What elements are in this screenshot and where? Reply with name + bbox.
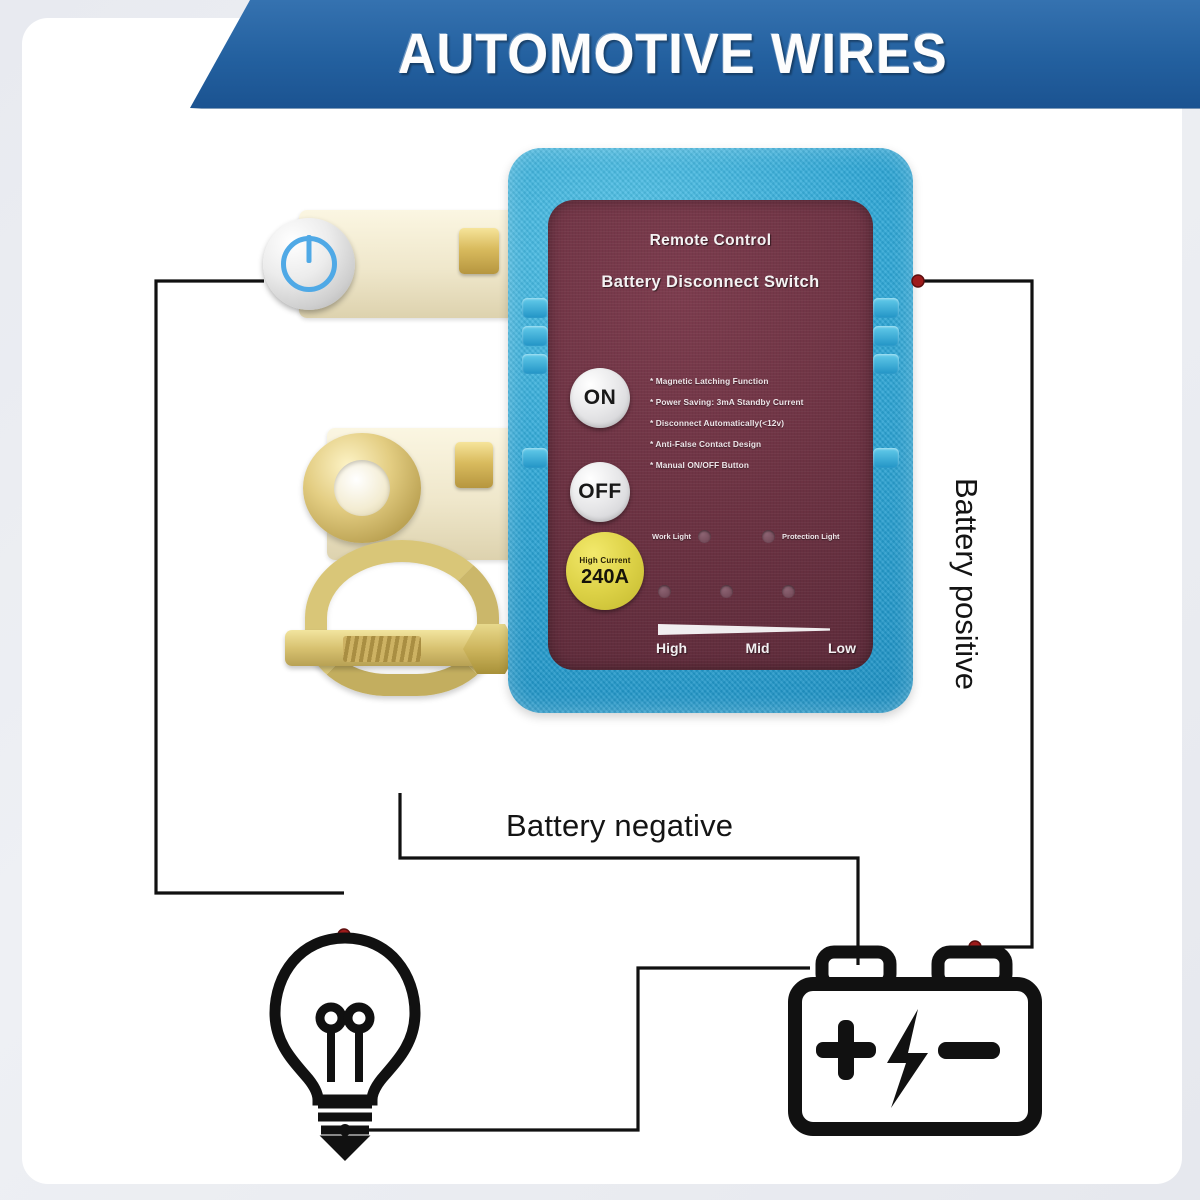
housing-rib bbox=[873, 326, 899, 346]
level-led-low bbox=[782, 585, 795, 598]
feature-item: * Anti-False Contact Design bbox=[650, 439, 762, 449]
battery-clamp-ring bbox=[305, 540, 499, 696]
product-assembly: Remote Control Battery Disconnect Switch… bbox=[255, 140, 935, 830]
feature-item: * Disconnect Automatically(<12v) bbox=[650, 418, 785, 428]
housing-rib bbox=[522, 298, 548, 318]
protection-light-led bbox=[762, 530, 776, 543]
panel-title-line1: Remote Control bbox=[649, 232, 772, 249]
work-light-label: Work Light bbox=[652, 532, 692, 541]
battery-negative-label: Battery negative bbox=[506, 808, 734, 843]
badge-top-label: High Current bbox=[579, 555, 631, 565]
protection-light-label: Protection Light bbox=[782, 532, 840, 541]
device-label-panel: Remote Control Battery Disconnect Switch… bbox=[548, 200, 873, 670]
brass-ring-terminal bbox=[303, 433, 421, 543]
level-taper-bar bbox=[658, 624, 830, 635]
manual-power-button[interactable] bbox=[263, 218, 355, 310]
led-row-top: Work Light Protection Light bbox=[652, 530, 862, 543]
feature-item: * Manual ON/OFF Button bbox=[650, 460, 749, 470]
level-led-mid bbox=[720, 585, 733, 598]
housing-rib bbox=[873, 448, 899, 468]
off-button[interactable]: OFF bbox=[570, 462, 630, 522]
led-row-bottom bbox=[658, 585, 862, 598]
level-led-high bbox=[658, 585, 671, 598]
banner: AUTOMOTIVE WIRES bbox=[190, 0, 1200, 108]
housing-rib bbox=[522, 354, 548, 374]
feature-list: * Magnetic Latching Function * Power Sav… bbox=[650, 376, 860, 481]
upper-brass-terminal bbox=[459, 228, 499, 274]
scale-low-label: Low bbox=[828, 640, 856, 656]
mid-brass-terminal bbox=[455, 442, 493, 488]
scale-high-label: High bbox=[656, 640, 688, 656]
battery-positive-label: Battery positive bbox=[949, 478, 984, 690]
feature-item: * Magnetic Latching Function bbox=[650, 376, 769, 386]
panel-title-line2: Battery Disconnect Switch bbox=[601, 273, 820, 291]
housing-rib bbox=[873, 354, 899, 374]
banner-title: AUTOMOTIVE WIRES bbox=[397, 22, 948, 86]
work-light-led bbox=[698, 530, 712, 543]
high-current-badge: High Current 240A bbox=[566, 532, 644, 610]
feature-item: * Power Saving: 3mA Standby Current bbox=[650, 397, 804, 407]
power-symbol-icon bbox=[281, 236, 337, 292]
housing-rib bbox=[873, 298, 899, 318]
led-indicator-group: Work Light Protection Light bbox=[652, 530, 862, 598]
clamp-screw bbox=[343, 636, 421, 662]
scale-mid-label: Mid bbox=[745, 640, 770, 656]
level-scale-labels: High Mid Low bbox=[652, 640, 860, 656]
housing-rib bbox=[522, 448, 548, 468]
on-button[interactable]: ON bbox=[570, 368, 630, 428]
on-off-button-group: ON OFF bbox=[570, 368, 630, 522]
housing-rib bbox=[522, 326, 548, 346]
badge-amp-label: 240A bbox=[581, 565, 629, 588]
